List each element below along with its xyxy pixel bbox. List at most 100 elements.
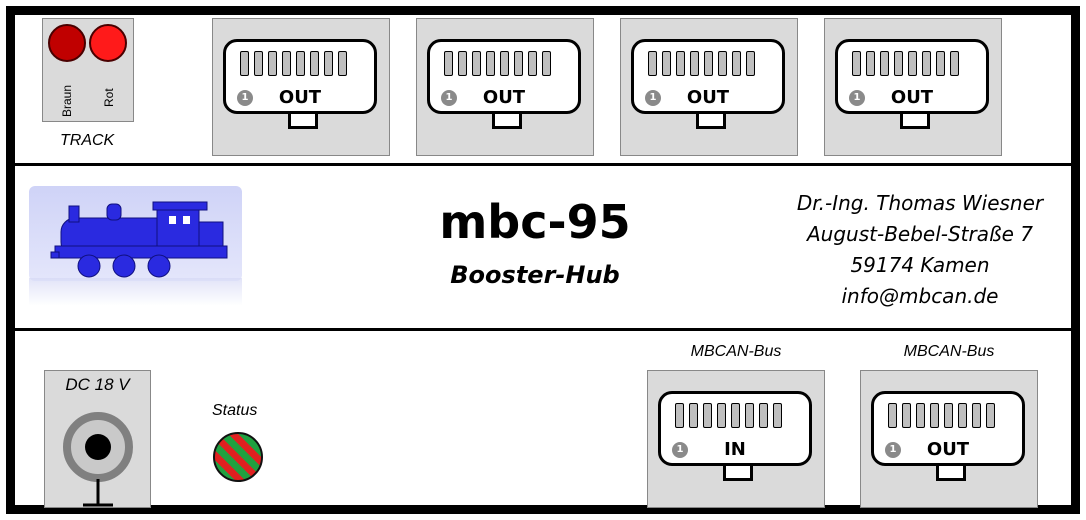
pin [745,403,754,428]
pin [324,51,333,76]
pin [675,403,684,428]
pin [268,51,277,76]
connector-latch [696,114,726,129]
pin [338,51,347,76]
pin-row [888,403,995,428]
pin [958,403,967,428]
pin [472,51,481,76]
dc-label: DC 18 V [65,375,130,394]
out-port-1: 1 OUT [212,18,390,156]
pin [888,403,897,428]
pin [944,403,953,428]
pin-row [444,51,551,76]
pin1-marker: 1 [885,442,901,458]
connector-latch [900,114,930,129]
pin [908,51,917,76]
out-connector-1: 1 OUT [223,39,377,129]
pin [986,403,995,428]
pin [866,51,875,76]
address-block: Dr.-Ing. Thomas Wiesner August-Bebel-Str… [755,188,1085,312]
pin [254,51,263,76]
pin1-marker: 1 [849,90,865,106]
pin [542,51,551,76]
pin-row [675,403,782,428]
pin [458,51,467,76]
bus-port-1: 1 IN [647,370,825,508]
bus-connector-label: IN [724,439,746,460]
pin1-marker: 1 [672,442,688,458]
pin [759,403,768,428]
pin1-marker: 1 [441,90,457,106]
pin [916,403,925,428]
bus-port-2: 1 OUT [860,370,1038,508]
out-port-3: 1 OUT [620,18,798,156]
locomotive-image [29,186,242,306]
out-connector-3: 1 OUT [631,39,785,129]
bus-connector-label: OUT [926,439,970,460]
pin [746,51,755,76]
pin [950,51,959,76]
address-line-name: Dr.-Ing. Thomas Wiesner [796,191,1044,215]
pin [880,51,889,76]
address-line-street: August-Bebel-Straße 7 [806,222,1033,246]
pin [732,51,741,76]
pin-row [852,51,959,76]
pin [662,51,671,76]
out-connector-label: OUT [482,87,526,108]
pin [310,51,319,76]
address-line-email: info@mbcan.de [841,284,999,308]
bus-connector-2: 1 OUT [871,391,1025,481]
out-port-4: 1 OUT [824,18,1002,156]
track-led-rot [89,24,127,62]
divider-bottom [15,328,1071,331]
pin [282,51,291,76]
pin1-marker: 1 [645,90,661,106]
pin-row [240,51,347,76]
dc-jack-icon [63,412,133,507]
out-connector-label: OUT [278,87,322,108]
pin [731,403,740,428]
label-braun: Braun [60,84,74,117]
pin [676,51,685,76]
pin1-marker: 1 [237,90,253,106]
connector-latch [723,466,753,481]
track-terminal: Braun Rot [42,18,134,122]
divider-top [15,163,1071,166]
track-label: TRACK [60,132,115,149]
out-connector-2: 1 OUT [427,39,581,129]
pin [718,51,727,76]
pin [648,51,657,76]
pin [936,51,945,76]
out-connector-4: 1 OUT [835,39,989,129]
address-line-city: 59174 Kamen [850,253,990,277]
out-connector-label: OUT [890,87,934,108]
product-subtitle: Booster-Hub [450,261,620,289]
label-rot: Rot [102,88,116,107]
pin [852,51,861,76]
track-led-braun [48,24,86,62]
pin [296,51,305,76]
pin [500,51,509,76]
bus-caption-2: MBCAN-Bus [903,343,995,360]
pin [690,51,699,76]
out-port-2: 1 OUT [416,18,594,156]
bus-connector-1: 1 IN [658,391,812,481]
connector-latch [288,114,318,129]
dc-power-jack: DC 18 V [44,370,151,508]
pin [514,51,523,76]
pin [704,51,713,76]
status-led [213,432,263,482]
pin [444,51,453,76]
pin [717,403,726,428]
pin [703,403,712,428]
pin [486,51,495,76]
pin [689,403,698,428]
pin [773,403,782,428]
connector-latch [492,114,522,129]
pin [894,51,903,76]
pin [922,51,931,76]
product-title: mbc-95 [439,195,631,249]
out-connector-label: OUT [686,87,730,108]
pin [902,403,911,428]
